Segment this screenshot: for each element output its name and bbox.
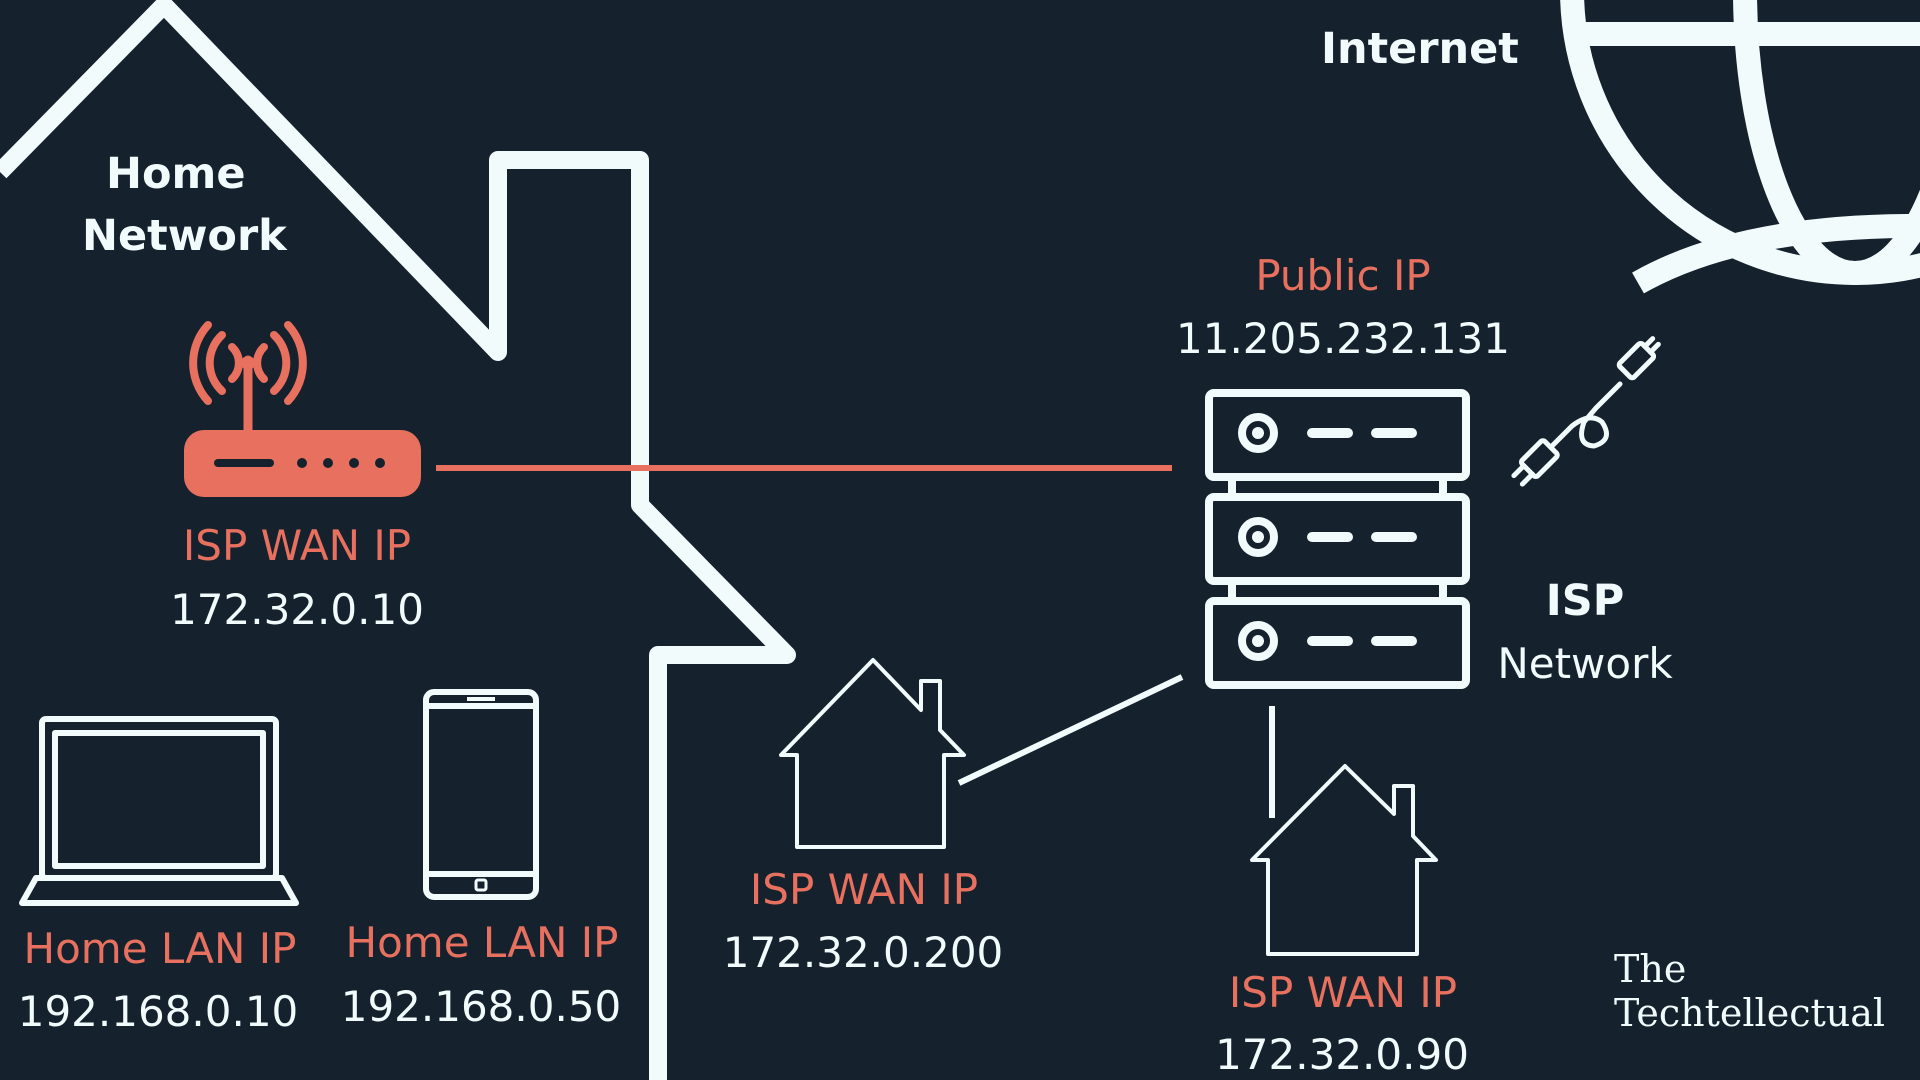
- neighbor2-ip: 172.32.0.90: [1215, 1030, 1469, 1079]
- home-network-title-line2: Network: [82, 211, 287, 261]
- house-icon: [779, 658, 966, 849]
- laptop-icon: [19, 716, 299, 906]
- laptop-ip: 192.168.0.10: [17, 987, 299, 1036]
- cable-icon: [1511, 336, 1661, 487]
- neighbor1-ip: 172.32.0.200: [722, 928, 1004, 977]
- router-icon: [184, 321, 421, 497]
- phone-ip: 192.168.0.50: [340, 982, 622, 1031]
- neighbor1-label: ISP WAN IP: [749, 865, 979, 914]
- phone-icon: [423, 689, 539, 900]
- laptop-label: Home LAN IP: [23, 924, 297, 973]
- brand-line2: Techtellectual: [1614, 991, 1886, 1035]
- public-ip-label: Public IP: [1255, 251, 1431, 300]
- home-network-title: Home: [106, 149, 246, 199]
- globe-icon: [1560, 0, 1920, 294]
- isp-to-neighbor1-line: [957, 674, 1184, 786]
- phone-label: Home LAN IP: [345, 918, 619, 967]
- isp-network-title: ISP: [1545, 576, 1625, 626]
- home-house-outline: [0, 0, 796, 1080]
- internet-title: Internet: [1321, 24, 1519, 74]
- router-label: ISP WAN IP: [182, 521, 412, 570]
- brand-line1: The: [1614, 947, 1687, 991]
- house-icon: [1250, 764, 1438, 956]
- router-ip: 172.32.0.10: [170, 585, 424, 634]
- public-ip-value: 11.205.232.131: [1176, 314, 1510, 363]
- server-rack-icon: [1205, 389, 1470, 689]
- neighbor2-label: ISP WAN IP: [1228, 968, 1458, 1017]
- isp-network-title-line2: Network: [1497, 639, 1673, 688]
